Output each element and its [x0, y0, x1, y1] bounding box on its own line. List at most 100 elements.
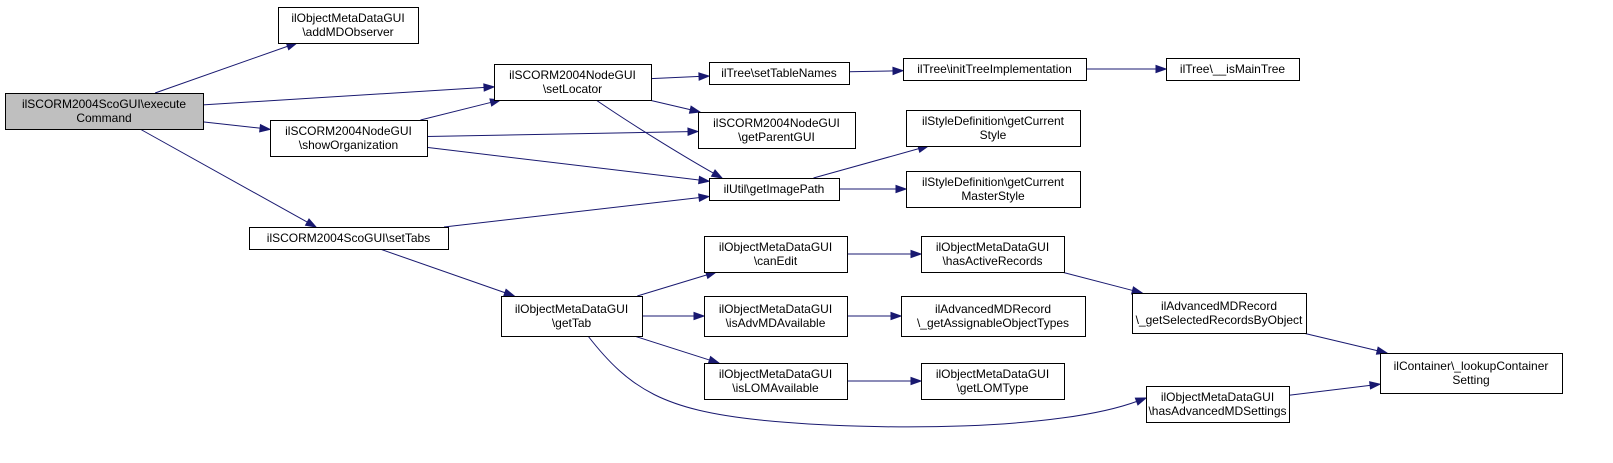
- node-setLocator[interactable]: ilSCORM2004NodeGUI\setLocator: [494, 64, 652, 101]
- node-box[interactable]: [709, 62, 850, 85]
- edge-getTab-to-isAdvMDAvailable: [642, 311, 706, 321]
- edge-arrowhead: [304, 218, 318, 228]
- edge-setTabs-to-getTab: [379, 248, 516, 297]
- edge-showOrganization-to-getParentGUI: [426, 127, 700, 137]
- node-label-line: ilSCORM2004ScoGUI\setTabs: [267, 231, 430, 245]
- node-label-line: \getParentGUI: [738, 130, 815, 144]
- node-getParentGUI[interactable]: ilSCORM2004NodeGUI\getParentGUI: [698, 112, 856, 149]
- edge-setLocator-to-getParentGUI: [648, 99, 702, 114]
- node-box[interactable]: [494, 64, 652, 101]
- node-box[interactable]: [5, 93, 204, 130]
- node-setTableNames[interactable]: ilTree\setTableNames: [709, 62, 850, 85]
- edge-isLOMAvailable-to-getLOMType: [847, 376, 923, 386]
- edge-line: [420, 101, 492, 121]
- edge-root-to-setLocator: [202, 83, 496, 106]
- edge-root-to-setTabs: [139, 128, 318, 228]
- edge-arrowhead: [1134, 397, 1148, 406]
- node-isMainTree[interactable]: ilTree\__isMainTree: [1166, 58, 1300, 81]
- edge-line: [202, 86, 486, 106]
- node-getSelectedRecordsByObject[interactable]: ilAdvancedMDRecord\_getSelectedRecordsBy…: [1132, 293, 1307, 334]
- node-box[interactable]: [921, 363, 1065, 400]
- node-label-line: \hasActiveRecords: [942, 254, 1042, 268]
- node-box[interactable]: [704, 236, 848, 273]
- node-box[interactable]: [1166, 58, 1300, 81]
- edge-arrowhead: [259, 123, 272, 133]
- node-label-line: \_getSelectedRecordsByObject: [1136, 313, 1303, 327]
- edge-arrowhead: [895, 184, 908, 194]
- node-initTreeImplementation[interactable]: ilTree\initTreeImplementation: [903, 58, 1087, 81]
- node-isAdvMDAvailable[interactable]: ilObjectMetaDataGUI\isAdvMDAvailable: [704, 296, 848, 337]
- node-hasActiveRecords[interactable]: ilObjectMetaDataGUI\hasActiveRecords: [921, 236, 1065, 273]
- node-box[interactable]: [698, 112, 856, 149]
- edge-hasActiveRecords-to-getSelectedRecordsByObject: [1061, 271, 1144, 295]
- edge-setTableNames-to-initTreeImplementation: [848, 66, 905, 76]
- edge-showOrganization-to-getImagePath: [426, 146, 711, 185]
- edge-arrowhead: [1369, 381, 1382, 390]
- node-label-line: \setLocator: [543, 82, 602, 96]
- node-box[interactable]: [903, 58, 1087, 81]
- node-label-line: ilObjectMetaDataGUI: [1161, 390, 1274, 404]
- node-label-line: ilStyleDefinition\getCurrent: [922, 114, 1065, 128]
- edge-setLocator-to-setTableNames: [650, 72, 711, 81]
- node-label-line: ilAdvancedMDRecord: [935, 302, 1051, 316]
- node-label-line: ilObjectMetaDataGUI: [936, 240, 1049, 254]
- edge-isAdvMDAvailable-to-getAssignableObjectTypes: [847, 311, 903, 321]
- edge-line: [650, 75, 701, 80]
- node-box[interactable]: [709, 178, 840, 201]
- node-label-line: ilUtil\getImagePath: [724, 182, 825, 196]
- node-canEdit[interactable]: ilObjectMetaDataGUI\canEdit: [704, 236, 848, 273]
- edge-arrowhead: [688, 105, 702, 114]
- node-label-line: \getLOMType: [956, 381, 1028, 395]
- node-label-line: \hasAdvancedMDSettings: [1148, 404, 1286, 418]
- node-label-line: \getTab: [552, 316, 592, 330]
- node-label-line: \isLOMAvailable: [732, 381, 819, 395]
- node-box[interactable]: [1380, 353, 1563, 394]
- edge-arrowhead: [707, 355, 721, 364]
- node-getTab[interactable]: ilObjectMetaDataGUI\getTab: [501, 296, 643, 337]
- node-box[interactable]: [704, 363, 848, 400]
- node-hasAdvancedMDSettings[interactable]: ilObjectMetaDataGUI\hasAdvancedMDSetting…: [1146, 386, 1290, 423]
- edge-root-to-addMDObserver: [154, 42, 299, 94]
- node-box[interactable]: [278, 7, 419, 44]
- edge-line: [443, 197, 701, 228]
- node-box[interactable]: [270, 120, 428, 157]
- node-box[interactable]: [1146, 386, 1290, 423]
- edge-line: [426, 131, 690, 137]
- node-box[interactable]: [704, 296, 848, 337]
- node-addMDObserver[interactable]: ilObjectMetaDataGUI\addMDObserver: [278, 7, 419, 44]
- edge-arrowhead: [698, 72, 711, 81]
- node-getImagePath[interactable]: ilUtil\getImagePath: [709, 178, 840, 201]
- edge-line: [848, 70, 895, 73]
- node-setTabs[interactable]: ilSCORM2004ScoGUI\setTabs: [249, 227, 449, 250]
- node-getLOMType[interactable]: ilObjectMetaDataGUI\getLOMType: [921, 363, 1065, 400]
- edge-setLocator-to-getImagePath: [595, 99, 724, 179]
- node-showOrganization[interactable]: ilSCORM2004NodeGUI\showOrganization: [270, 120, 428, 157]
- node-label-line: Command: [76, 111, 131, 125]
- edge-line: [595, 99, 715, 175]
- edge-arrowhead: [693, 311, 706, 321]
- node-box[interactable]: [501, 296, 643, 337]
- edge-getImagePath-to-getCurrentMasterStyle: [839, 184, 908, 194]
- edge-arrowhead: [910, 249, 923, 259]
- node-box[interactable]: [249, 227, 449, 250]
- edge-arrowhead: [483, 83, 496, 92]
- node-getAssignableObjectTypes[interactable]: ilAdvancedMDRecord\_getAssignableObjectT…: [901, 296, 1086, 337]
- edge-line: [1302, 332, 1379, 352]
- node-label-line: \addMDObserver: [302, 25, 393, 39]
- node-isLOMAvailable[interactable]: ilObjectMetaDataGUI\isLOMAvailable: [704, 363, 848, 400]
- node-label-line: ilObjectMetaDataGUI: [719, 367, 832, 381]
- edge-getTab-to-isLOMAvailable: [634, 335, 721, 364]
- node-label-line: \canEdit: [754, 254, 798, 268]
- node-box[interactable]: [906, 171, 1081, 208]
- node-label-line: \_getAssignableObjectTypes: [917, 316, 1069, 330]
- edge-getTab-to-hasAdvancedMDSettings: [587, 335, 1148, 428]
- node-box[interactable]: [921, 236, 1065, 273]
- node-box[interactable]: [901, 296, 1086, 337]
- node-box[interactable]: [1132, 293, 1307, 334]
- node-box[interactable]: [906, 110, 1081, 147]
